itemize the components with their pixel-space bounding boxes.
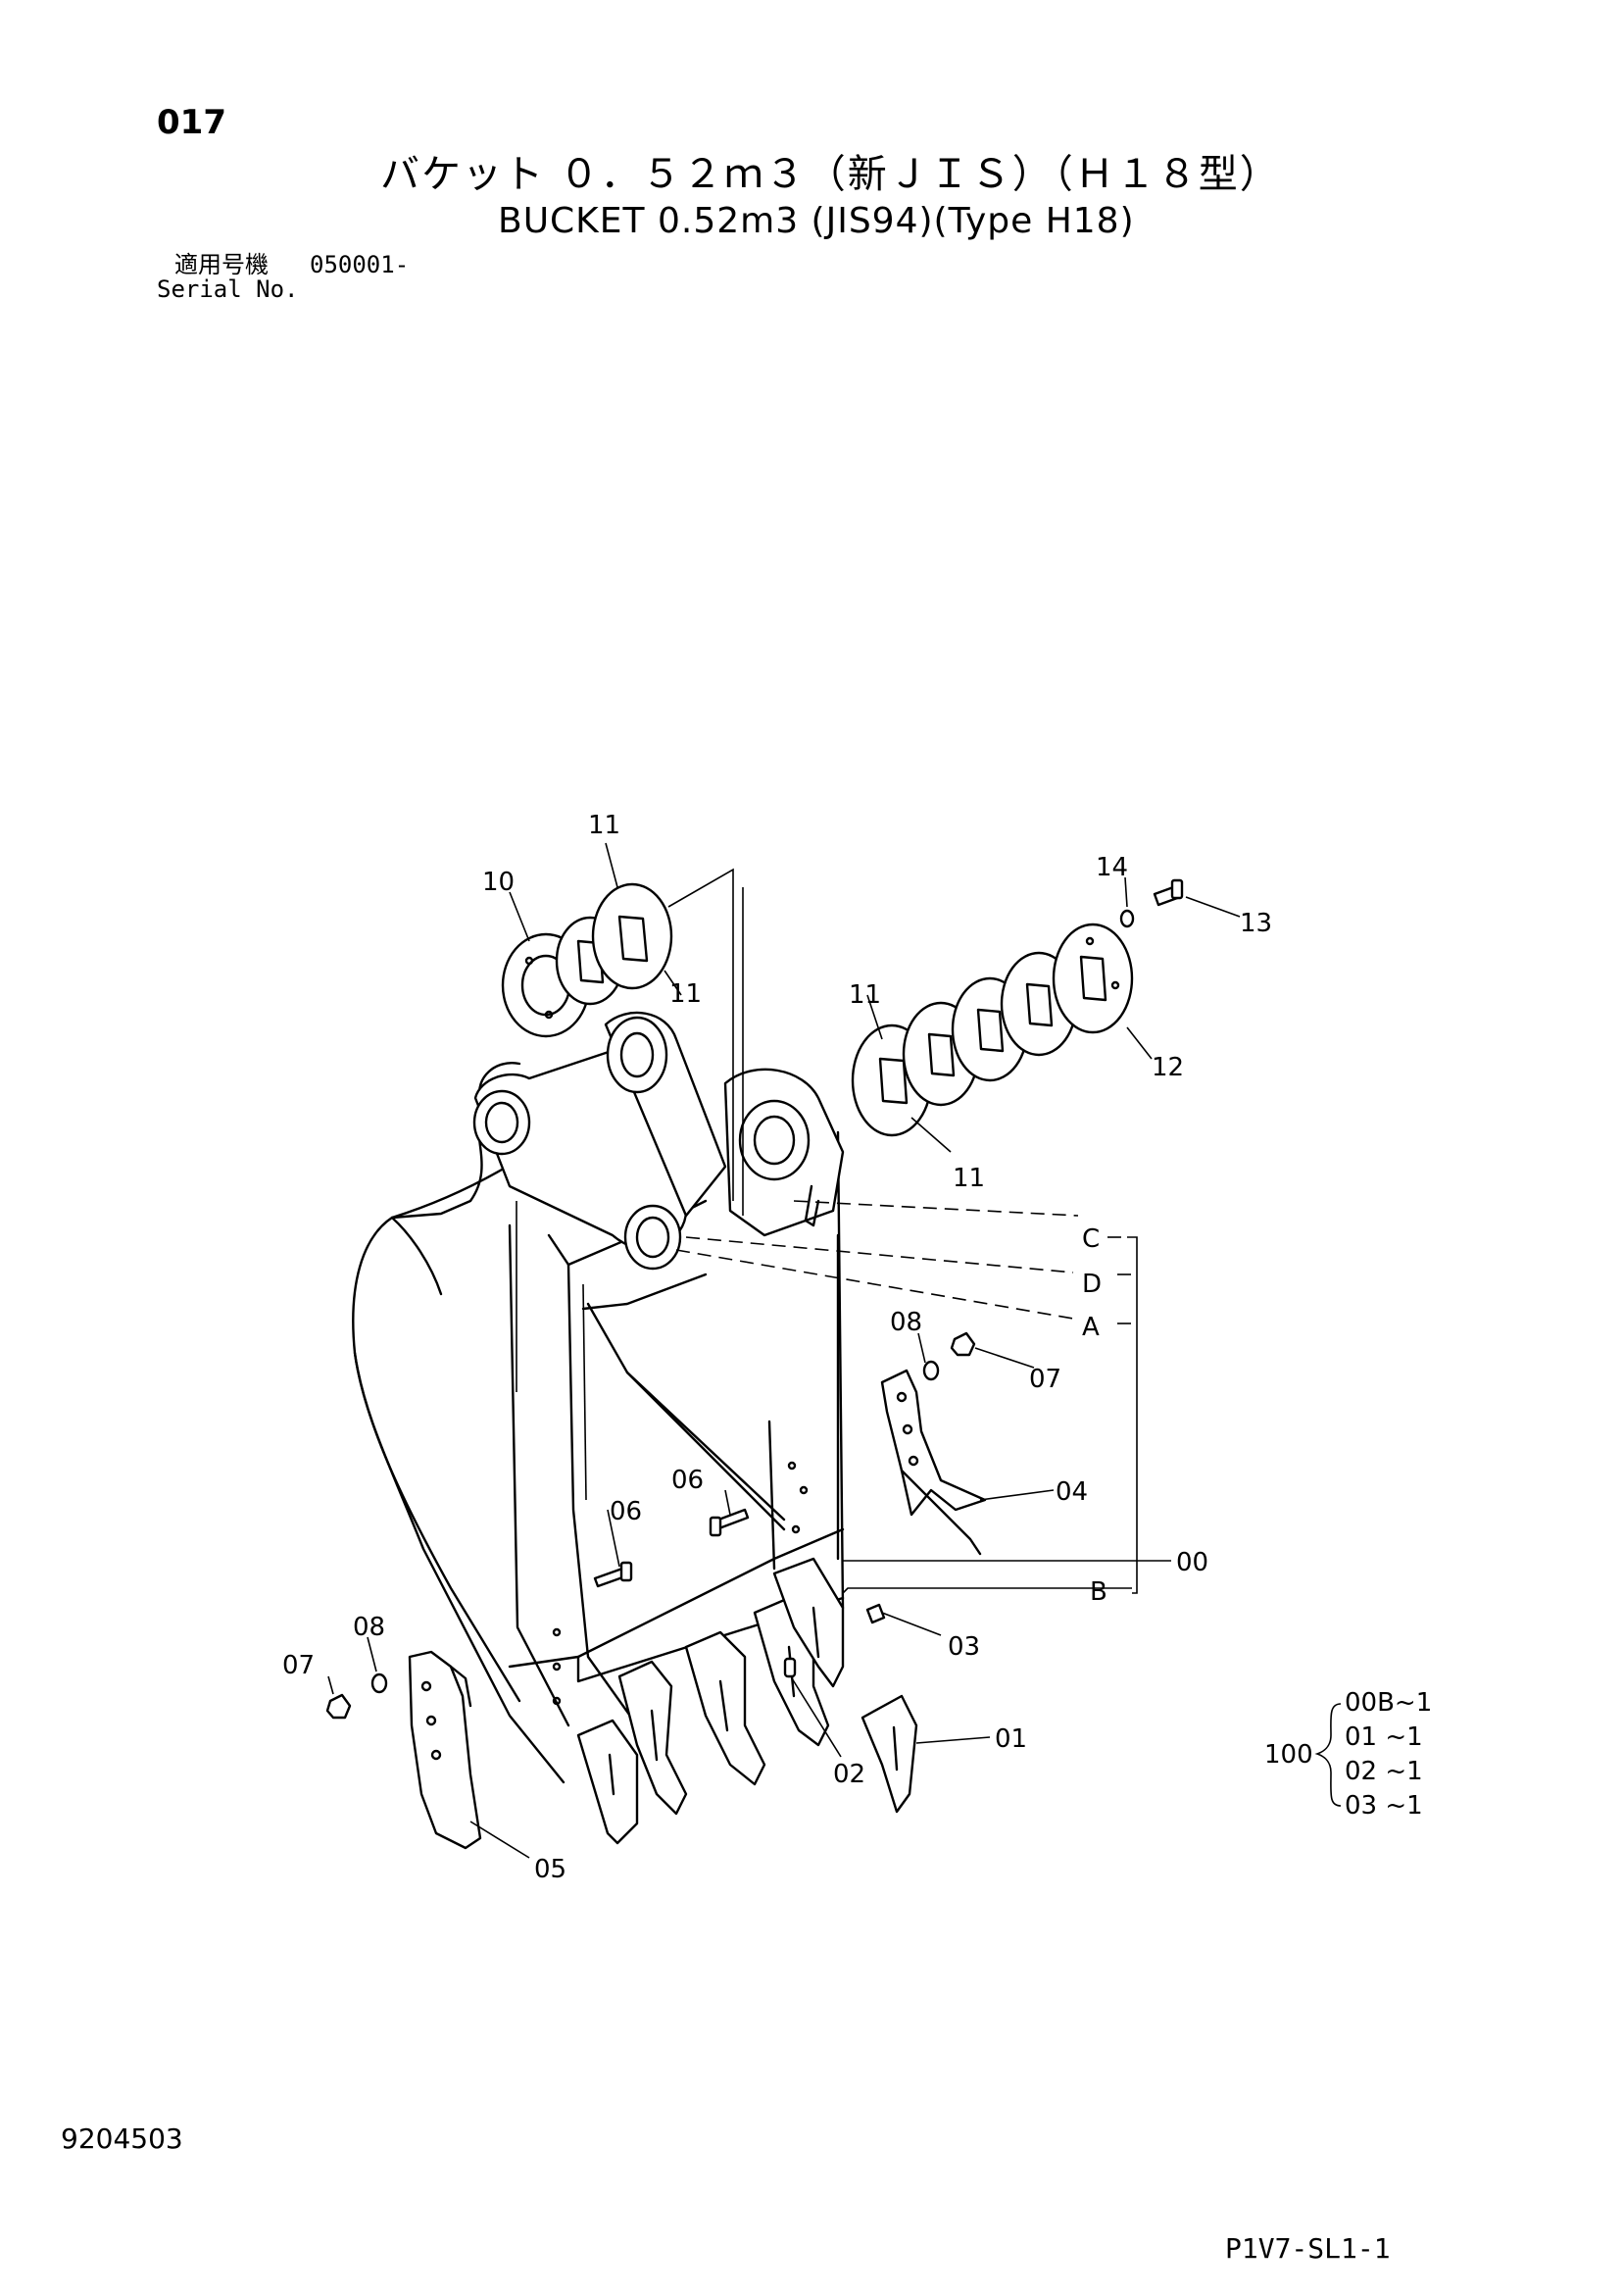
reference-b: B	[1090, 1577, 1107, 1607]
callout-10: 10	[482, 868, 515, 897]
bucket-teeth	[576, 1557, 918, 1845]
side-cutter-right	[880, 1369, 987, 1556]
page-number: 017	[157, 103, 226, 142]
callout-04: 04	[1056, 1477, 1088, 1507]
kit-item-1: 00B~1	[1345, 1688, 1432, 1718]
shim-stack-right	[851, 878, 1184, 1137]
side-cutter-left	[408, 1650, 482, 1850]
kit-number: 100	[1264, 1740, 1313, 1770]
document-number: 9204503	[61, 2122, 183, 2155]
callout-14: 14	[1096, 853, 1128, 882]
nuts-and-washers	[325, 1331, 976, 1720]
bolts	[593, 1508, 750, 1588]
reference-a: A	[1082, 1313, 1100, 1342]
callout-00: 00	[1176, 1548, 1208, 1577]
reference-c: C	[1082, 1224, 1100, 1254]
leader-lines	[327, 842, 1241, 1859]
callout-05: 05	[534, 1855, 566, 1884]
callout-08-left: 08	[353, 1613, 385, 1642]
reference-d: D	[1082, 1270, 1102, 1299]
kit-item-3: 02 ~1	[1345, 1757, 1423, 1786]
sheet-code: P1V7-SL1-1	[1225, 2232, 1391, 2265]
serial-label-japanese: 適用号機	[174, 251, 269, 278]
callout-03: 03	[948, 1632, 980, 1662]
callout-11-right-lower: 11	[953, 1164, 985, 1193]
callout-11-top: 11	[588, 811, 620, 840]
kit-item-4: 03 ~1	[1345, 1791, 1423, 1821]
tooth-pin	[783, 1657, 797, 1678]
title-english: BUCKET 0.52m3 (JIS94)(Type H18)	[498, 201, 1135, 241]
serial-label-english: Serial No.	[157, 275, 299, 303]
part-callouts: 11 10 11 14 13 11 12 11 08 07 04 06 06 0…	[282, 811, 1272, 1884]
callout-11-right-top: 11	[849, 980, 881, 1010]
shim-stack-left	[501, 882, 673, 1038]
callout-12: 12	[1152, 1053, 1184, 1082]
callout-06-upper: 06	[671, 1466, 704, 1495]
callout-07-left: 07	[282, 1651, 315, 1680]
callout-06-lower: 06	[610, 1497, 642, 1526]
title-japanese: バケット ０．５２ｍ３（新ＪＩＳ）（Ｈ１８型）	[380, 152, 1281, 197]
assembly-kit-100: 100 00B~1 01 ~1 02 ~1 03 ~1	[1264, 1688, 1432, 1821]
callout-02: 02	[833, 1760, 865, 1789]
callout-07-right: 07	[1029, 1365, 1061, 1394]
callout-01: 01	[995, 1724, 1027, 1754]
kit-item-2: 01 ~1	[1345, 1722, 1423, 1752]
serial-number-value: 050001-	[310, 251, 410, 278]
callout-11-left-lower: 11	[669, 979, 702, 1009]
adapter	[865, 1603, 886, 1624]
callout-08-right: 08	[890, 1308, 922, 1337]
bucket-bosses	[472, 1011, 845, 1271]
callout-13: 13	[1240, 909, 1272, 938]
